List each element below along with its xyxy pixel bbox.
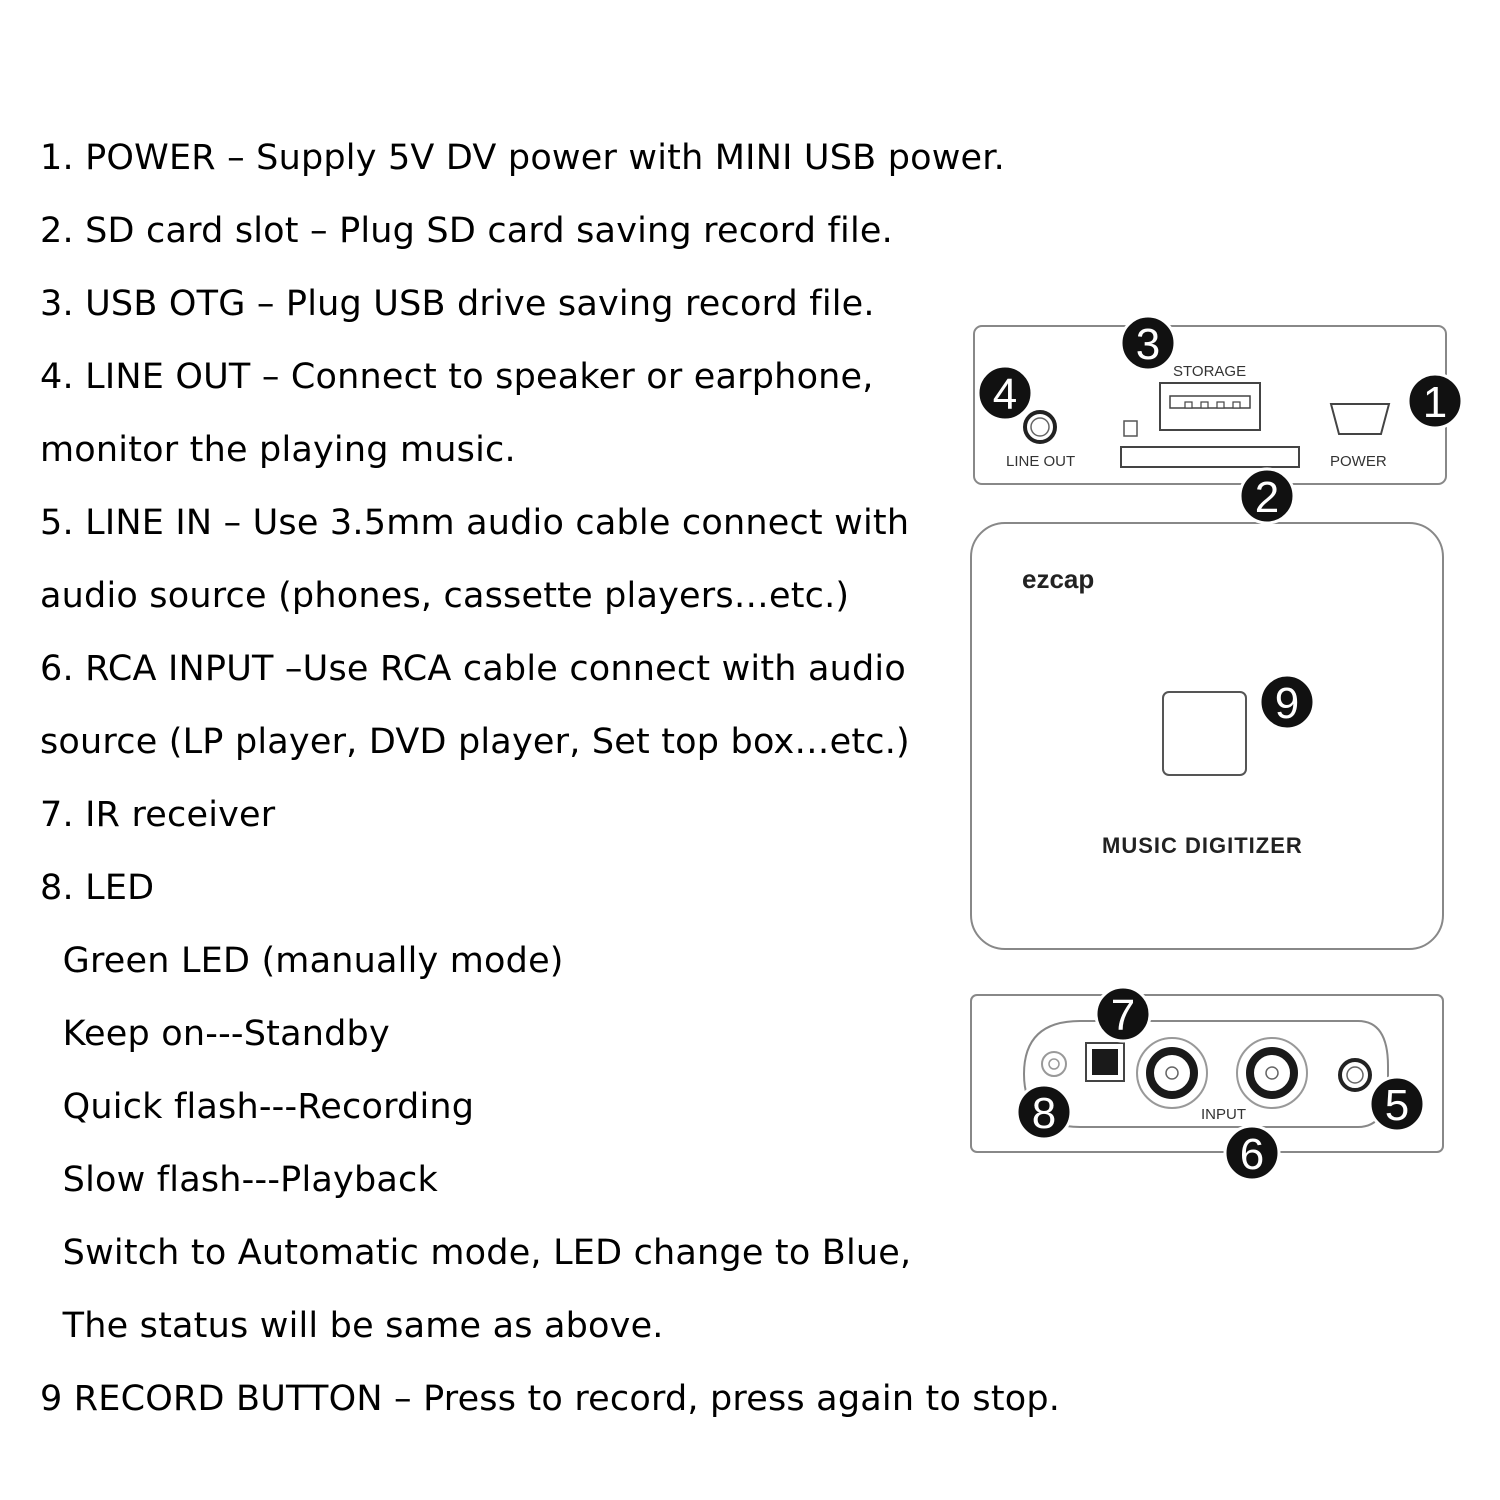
- callout-2-badge-icon: [1238, 467, 1296, 525]
- rca-left-pin-icon: [1165, 1066, 1179, 1080]
- callout-7-number: 7: [1111, 991, 1135, 1040]
- line-out-jack-inner-icon: [1030, 417, 1050, 437]
- instruction-line-green-led: Green LED (manually mode): [40, 941, 564, 981]
- instruction-line-usb-otg: 3. USB OTG – Plug USB drive saving recor…: [40, 284, 875, 324]
- callout-8-number: 8: [1032, 1089, 1056, 1138]
- instruction-line-keep-on: Keep on---Standby: [40, 1014, 390, 1054]
- line-in-jack-inner-icon: [1346, 1066, 1364, 1084]
- instruction-line-automatic-mode: Switch to Automatic mode, LED change to …: [40, 1233, 912, 1273]
- power-label: POWER: [1330, 453, 1387, 470]
- callout-9: 9: [1258, 673, 1316, 731]
- usb-pin-icon: [1184, 401, 1193, 409]
- model-label: MUSIC DIGITIZER: [1102, 833, 1303, 858]
- callout-5-number: 5: [1385, 1081, 1409, 1130]
- usb-pin-icon: [1232, 401, 1241, 409]
- instruction-line-led: 8. LED: [40, 868, 155, 908]
- instruction-line-status-same: The status will be same as above.: [40, 1306, 664, 1346]
- storage-label: STORAGE: [1173, 363, 1246, 380]
- callout-4-number: 4: [993, 370, 1017, 419]
- instruction-line-ir-receiver: 7. IR receiver: [40, 795, 276, 835]
- led-inner-icon: [1048, 1058, 1060, 1070]
- callout-9-number: 9: [1275, 679, 1299, 728]
- callout-3-badge-icon: [1119, 314, 1177, 372]
- callout-2: 2: [1238, 467, 1296, 525]
- callout-7: 7: [1094, 985, 1152, 1043]
- input-label: INPUT: [1201, 1106, 1246, 1123]
- instruction-line-quick-flash: Quick flash---Recording: [40, 1087, 475, 1127]
- callout-8-badge-icon: [1015, 1083, 1073, 1141]
- bottom-panel: INPUT: [970, 994, 1444, 1153]
- top-panel: LINE OUT STORAGE POWER: [973, 325, 1447, 485]
- instruction-line-line-in: 5. LINE IN – Use 3.5mm audio cable conne…: [40, 503, 910, 543]
- instruction-line-line-out-cont: monitor the playing music.: [40, 430, 516, 470]
- callout-8: 8: [1015, 1083, 1073, 1141]
- instruction-line-power: 1. POWER – Supply 5V DV power with MINI …: [40, 138, 1005, 178]
- usb-pin-icon: [1216, 401, 1225, 409]
- line-out-label: LINE OUT: [1006, 453, 1075, 470]
- record-button[interactable]: [1162, 691, 1247, 776]
- usb-pin-icon: [1200, 401, 1209, 409]
- callout-6-badge-icon: [1223, 1124, 1281, 1182]
- indicator-square-icon: [1123, 420, 1138, 437]
- callout-1-badge-icon: [1406, 372, 1464, 430]
- instruction-line-line-out: 4. LINE OUT – Connect to speaker or earp…: [40, 357, 874, 397]
- callout-6-number: 6: [1240, 1130, 1264, 1179]
- callout-6: 6: [1223, 1124, 1281, 1182]
- callout-2-number: 2: [1255, 473, 1279, 522]
- callout-5-badge-icon: [1368, 1075, 1426, 1133]
- instruction-line-record-button: 9 RECORD BUTTON – Press to record, press…: [40, 1379, 1061, 1419]
- callout-5: 5: [1368, 1075, 1426, 1133]
- instruction-line-rca-input-cont: source (LP player, DVD player, Set top b…: [40, 722, 910, 762]
- instruction-line-sd-card: 2. SD card slot – Plug SD card saving re…: [40, 211, 893, 251]
- callout-4-badge-icon: [976, 364, 1034, 422]
- instruction-line-line-in-cont: audio source (phones, cassette players…e…: [40, 576, 850, 616]
- instruction-line-slow-flash: Slow flash---Playback: [40, 1160, 438, 1200]
- sd-card-slot-icon: [1120, 446, 1300, 468]
- callout-3-number: 3: [1136, 320, 1160, 369]
- instruction-line-rca-input: 6. RCA INPUT –Use RCA cable connect with…: [40, 649, 906, 689]
- callout-3: 3: [1119, 314, 1177, 372]
- mini-usb-power-port-icon: [1329, 403, 1391, 435]
- callout-1-number: 1: [1423, 378, 1447, 427]
- rca-right-pin-icon: [1265, 1066, 1279, 1080]
- callout-9-badge-icon: [1258, 673, 1316, 731]
- brand-logo: ezcap: [1022, 564, 1094, 594]
- front-panel: ezcap MUSIC DIGITIZER: [970, 522, 1444, 950]
- callout-4: 4: [976, 364, 1034, 422]
- ir-receiver-lens-icon: [1092, 1049, 1118, 1075]
- callout-7-badge-icon: [1094, 985, 1152, 1043]
- callout-1: 1: [1406, 372, 1464, 430]
